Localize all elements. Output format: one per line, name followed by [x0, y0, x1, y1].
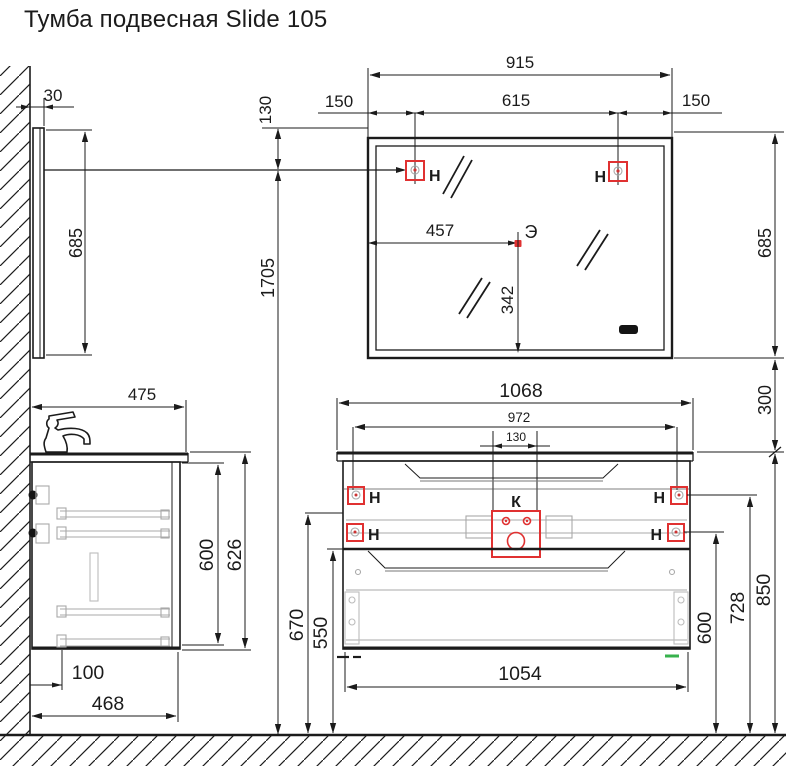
wall-bracket-lower	[28, 523, 50, 544]
reflection-marks	[442, 155, 609, 319]
mount-label-lower-left: Н	[368, 527, 380, 544]
mirror-sensor-mark	[619, 325, 638, 334]
cabinet-mount-upper-right	[670, 486, 688, 505]
cabinet-side-view: 475	[28, 385, 251, 722]
wall-hatch	[0, 66, 30, 735]
mount-label-mirror-right: Н	[594, 169, 606, 186]
dim-cabinet-width: 1068	[499, 380, 542, 402]
dim-mount-right-offset: 150	[682, 91, 710, 110]
dim-outlet-from-left: 457	[426, 221, 454, 240]
dim-gap-line-height: 670	[286, 609, 308, 642]
dim-counter-height: 850	[753, 574, 775, 607]
dim-gap-mirror-cabinet: 300	[755, 385, 775, 415]
floor-hatch	[0, 735, 786, 766]
mirror-mount-right-marker	[608, 161, 628, 182]
page-title: Тумба подвесная Slide 105	[24, 6, 328, 33]
dim-upper-mounts-height: 728	[727, 592, 749, 625]
dim-mirror-depth: 30	[44, 86, 63, 105]
dim-side-depth: 468	[92, 693, 125, 715]
cabinet-front-view: 1068 972 130	[286, 380, 779, 734]
dim-mirror-top-to-mounts: 130	[256, 96, 275, 124]
dim-side-height: 626	[224, 539, 246, 572]
dim-lower-mounts-height: 600	[694, 612, 716, 645]
dim-mirror-height: 685	[755, 228, 775, 258]
dim-between-mirror-mounts: 615	[502, 91, 530, 110]
cabinet-mount-lower-left	[346, 523, 364, 542]
dim-mirror-side-height: 685	[66, 228, 86, 258]
floor-section	[0, 733, 786, 766]
mount-label-lower-right: Н	[650, 527, 662, 544]
mirror-front-view: 915 150 615 150 Н Н	[44, 53, 784, 735]
dim-cabinet-bottom-width: 1054	[498, 663, 542, 685]
mirror-mount-left-marker	[405, 160, 425, 181]
outlet-label: Э	[525, 222, 538, 242]
mount-label-upper-left: Н	[369, 490, 381, 507]
side-rails-lower	[56, 605, 170, 648]
drain-pipe	[89, 552, 99, 602]
drawer-rails-lower	[344, 568, 689, 645]
wall-section	[0, 66, 31, 735]
dim-drain-cutout-width: 130	[506, 430, 526, 444]
dim-mounts-to-floor: 1705	[258, 258, 278, 298]
drain-label: К	[511, 494, 521, 511]
dim-wall-offset: 100	[72, 662, 105, 684]
cabinet-mount-upper-left	[347, 486, 365, 505]
mount-label-upper-right: Н	[653, 490, 665, 507]
dim-lower-front-height: 550	[310, 617, 332, 650]
drain-plate-marker	[491, 510, 541, 558]
dim-mount-left-offset: 150	[325, 92, 353, 111]
mirror-side-view: 30 685	[16, 86, 92, 359]
wall-bracket-upper	[28, 485, 50, 505]
dim-between-cabinet-mounts: 972	[508, 410, 531, 425]
side-rails-upper	[56, 507, 170, 540]
faucet-icon	[43, 411, 91, 453]
dim-outlet-from-bottom: 342	[498, 286, 517, 314]
dim-mirror-width: 915	[506, 53, 534, 72]
dim-depth-with-counter: 475	[128, 385, 156, 404]
drawer-rails-upper	[346, 515, 687, 539]
mount-label-mirror-left: Н	[429, 168, 441, 185]
dim-side-inner-height: 600	[196, 539, 218, 572]
